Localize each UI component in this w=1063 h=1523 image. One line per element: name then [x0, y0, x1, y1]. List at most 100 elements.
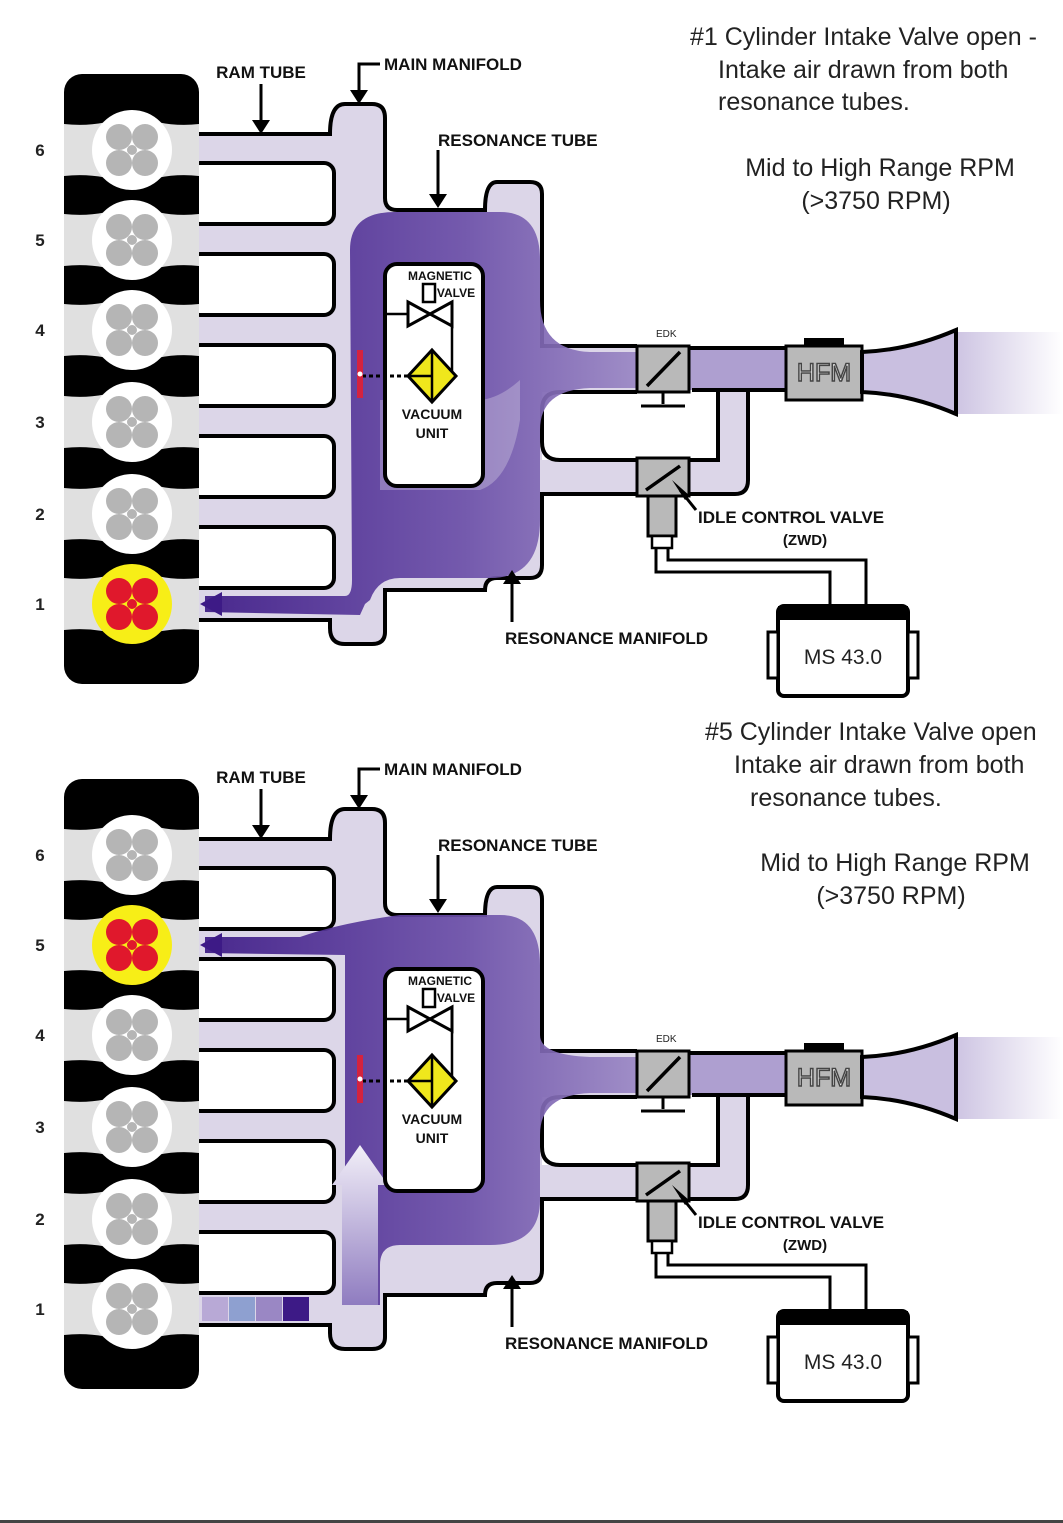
hfm-label: HFM [797, 1064, 851, 1092]
valve-label: VALVE [437, 286, 475, 300]
cylinder-3: 3 [35, 1087, 199, 1167]
ram-tube-gap [188, 957, 336, 1022]
zwd-label: (ZWD) [783, 1237, 827, 1254]
incoming-air [958, 332, 1063, 414]
valve-icon [132, 396, 158, 422]
ram-tube-2 [195, 1203, 345, 1235]
edk-label: EDK [656, 329, 677, 340]
ram-tube-gap [188, 161, 336, 226]
valve-icon [132, 124, 158, 150]
spark-plug-icon [127, 417, 137, 427]
valve-icon [106, 578, 132, 604]
spark-plug-icon [127, 325, 137, 335]
spark-plug-icon [127, 1030, 137, 1040]
ecu-label: MS 43.0 [804, 1351, 882, 1374]
ram-tube-3 [195, 1111, 345, 1143]
valve-icon [132, 214, 158, 240]
valve-icon [106, 514, 132, 540]
valve-icon [132, 150, 158, 176]
ecu-label: MS 43.0 [804, 646, 882, 669]
unit-label: UNIT [416, 1130, 449, 1146]
valve-icon [106, 829, 132, 855]
resonance-manifold-label: RESONANCE MANIFOLD [505, 1334, 708, 1353]
valve-icon [106, 1283, 132, 1309]
ram-tube-gap [188, 525, 336, 590]
manifold-outline-mid [540, 1095, 637, 1167]
cylinder-number-2: 2 [35, 1210, 44, 1229]
manifold-outline-bottom [195, 492, 637, 646]
cylinder-number-2: 2 [35, 505, 44, 524]
cylinder-5: 5 [35, 905, 199, 985]
valve-icon [106, 919, 132, 945]
air-intake-horn [860, 326, 958, 418]
valve-icon [106, 604, 132, 630]
valve-icon [132, 1309, 158, 1335]
valve-icon [106, 855, 132, 881]
ram-tube-gap [188, 252, 336, 317]
idle-control-valve-label: IDLE CONTROL VALVE [698, 508, 884, 527]
cylinder-4: 4 [35, 995, 199, 1075]
cylinder-number-6: 6 [35, 846, 44, 865]
spark-plug-icon [127, 1122, 137, 1132]
valve-icon [106, 124, 132, 150]
cylinder-number-4: 4 [35, 321, 45, 340]
valve-icon [132, 1219, 158, 1245]
valve-icon [106, 422, 132, 448]
caption-line-3: resonance tubes. [718, 88, 910, 116]
ram-tube-gap [188, 866, 336, 931]
idle-control-valve-label: IDLE CONTROL VALVE [698, 1213, 884, 1232]
ram-tube-gap [188, 1048, 336, 1113]
solenoid-icon [421, 987, 437, 1009]
valve-icon [132, 1101, 158, 1127]
valve-icon [132, 829, 158, 855]
valve-label: VALVE [437, 991, 475, 1005]
caption-line-2: Intake air drawn from both [734, 751, 1024, 779]
ram-tube-2 [195, 498, 345, 530]
valve-icon [106, 945, 132, 971]
cylinder-number-6: 6 [35, 141, 44, 160]
valve-icon [106, 240, 132, 266]
flow-up-arrow [332, 1145, 388, 1305]
main-manifold-label: MAIN MANIFOLD [384, 55, 522, 74]
valve-icon [106, 150, 132, 176]
caption-line-1: #1 Cylinder Intake Valve open - [690, 23, 1037, 51]
flow-color-segment [283, 1297, 309, 1321]
cylinder-2: 2 [35, 1179, 199, 1259]
flow-color-segment [229, 1297, 255, 1321]
cylinder-number-4: 4 [35, 1026, 45, 1045]
cylinder-5: 5 [35, 200, 199, 280]
ram-tube-3 [195, 406, 345, 438]
cylinder-1: 1 [35, 1269, 199, 1349]
ecu-wire [654, 1253, 832, 1311]
ram-tube-gap [188, 343, 336, 408]
edk-label: EDK [656, 1034, 677, 1045]
cylinder-6: 6 [35, 815, 199, 895]
valve-icon [132, 330, 158, 356]
zwd-label: (ZWD) [783, 532, 827, 549]
diagram-cylinder-5: #5 Cylinder Intake Valve open Intake air… [35, 718, 1063, 1403]
caption-line-3: resonance tubes. [750, 784, 942, 812]
manifold-outline-top [195, 102, 637, 348]
valve-icon [132, 488, 158, 514]
cylinder-number-3: 3 [35, 413, 44, 432]
cylinder-6: 6 [35, 110, 199, 190]
ram-tube-label: RAM TUBE [216, 63, 306, 82]
ecu-wire [654, 548, 832, 606]
rpm-line-1: Mid to High Range RPM [760, 849, 1030, 877]
ram-tube-5 [195, 224, 345, 256]
valve-icon [106, 214, 132, 240]
ram-tube-4 [195, 314, 345, 346]
valve-icon [132, 1127, 158, 1153]
valve-icon [106, 1101, 132, 1127]
valve-icon [106, 1035, 132, 1061]
incoming-air [958, 1037, 1063, 1119]
ram-tube-gap [188, 1139, 336, 1204]
valve-icon [132, 604, 158, 630]
main-manifold-arrow [357, 62, 380, 92]
cylinder-number-3: 3 [35, 1118, 44, 1137]
valve-icon [132, 240, 158, 266]
spark-plug-icon [127, 940, 137, 950]
cylinder-number-1: 1 [35, 595, 44, 614]
hfm-label: HFM [797, 359, 851, 387]
valve-icon [132, 1283, 158, 1309]
